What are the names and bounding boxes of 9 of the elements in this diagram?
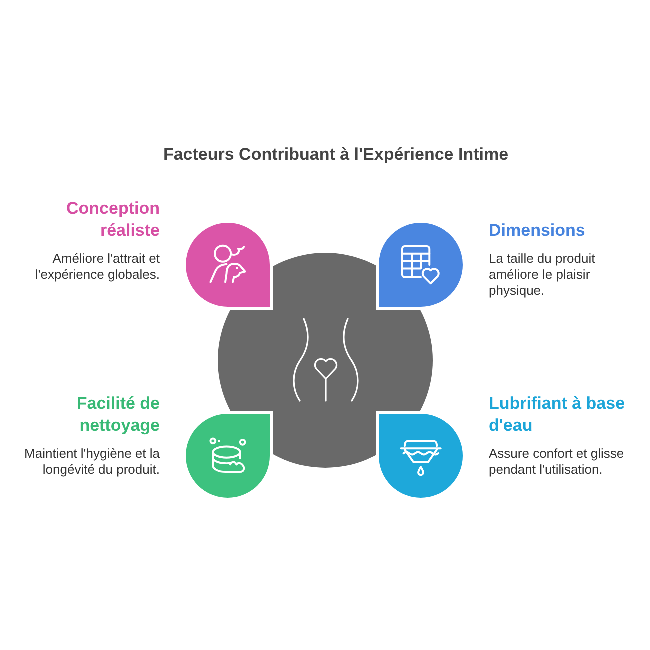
heading-text: Dimensions xyxy=(489,220,586,242)
description-text: La taille du produit améliore le plaisir physique. xyxy=(489,251,596,299)
description-text: Maintient l'hygiène et la longévité du produit. xyxy=(24,446,160,478)
diagram-title: Facteurs Contribuant à l'Expérience Intime xyxy=(163,144,509,166)
description-text: Améliore l'attrait et l'expérience globales. xyxy=(34,251,160,283)
heading-text: Facilité de nettoyage xyxy=(76,393,160,437)
heading-text: Conception réaliste xyxy=(66,198,160,242)
heading-text: Lubrifiant à base d'eau xyxy=(489,393,626,437)
description-text: Assure confort et glisse pendant l'utilisation. xyxy=(489,446,626,478)
